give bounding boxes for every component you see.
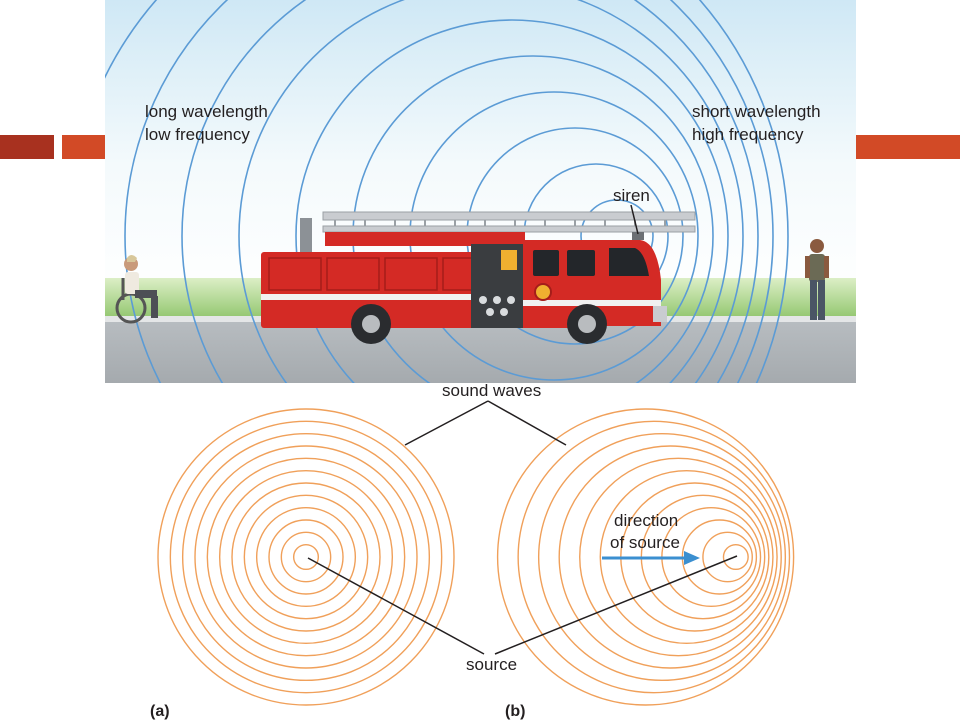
sound-waves-pointer-b [487, 400, 567, 446]
wave-ring-b-12 [496, 408, 795, 706]
scene-wave-9 [124, 0, 774, 383]
standing-person [805, 239, 829, 320]
scene-sound-waves [105, 0, 789, 383]
scene-wave-6 [295, 19, 729, 383]
wave-ring-a-11 [169, 420, 443, 694]
wave-ring-b-10 [537, 432, 787, 682]
fire-truck [261, 211, 696, 344]
source-label: source [466, 655, 518, 674]
scene-wave-10 [105, 0, 789, 383]
panel-label-a: (a) [150, 703, 170, 720]
stationary-source-waves [157, 408, 455, 706]
wave-ring-a-12 [157, 408, 455, 706]
siren-pointer [630, 204, 639, 235]
wave-ring-a-2 [280, 531, 332, 583]
wave-ring-a-6 [231, 482, 381, 632]
high-frequency-label: high frequency [692, 125, 804, 144]
source-pointer-b [494, 555, 738, 655]
siren-unit [632, 232, 644, 240]
short-wavelength-label: short wavelength [692, 102, 821, 121]
accent-bar-right [856, 135, 960, 159]
wave-ring-a-7 [218, 469, 394, 645]
of-source-label: of source [610, 533, 680, 552]
scene-wave-7 [238, 0, 744, 383]
wave-ring-b-8 [579, 457, 778, 657]
siren-label: siren [613, 186, 650, 205]
wave-ring-a-3 [268, 519, 344, 595]
wave-ring-a-5 [243, 494, 369, 620]
wave-ring-a-4 [255, 506, 357, 608]
wave-ring-a-10 [181, 432, 431, 682]
person-in-wheelchair [115, 255, 158, 324]
wave-ring-a-9 [194, 445, 418, 669]
wave-ring-b-7 [599, 469, 774, 645]
wave-ring-a-1 [292, 543, 320, 571]
road [105, 322, 856, 383]
low-frequency-label: low frequency [145, 125, 250, 144]
illustration-canvas [105, 0, 856, 383]
wave-ring-a-8 [206, 457, 406, 657]
long-wavelength-label: long wavelength [145, 102, 268, 121]
wave-ring-b-9 [558, 445, 782, 669]
accent-bar-left-dark [0, 135, 54, 159]
direction-arrow [602, 551, 700, 565]
accent-bar-left [62, 135, 106, 159]
wave-ring-b-2 [702, 531, 753, 583]
fire-truck-illustration: long wavelength low frequency short wave… [105, 0, 856, 383]
sound-waves-pointer-a [404, 400, 489, 446]
sound-waves-label: sound waves [442, 381, 542, 400]
direction-label: direction [614, 511, 679, 530]
source-pointer-a [307, 557, 485, 655]
wave-ring-b-1 [722, 543, 749, 571]
wave-ring-b-11 [517, 420, 791, 694]
panel-label-b: (b) [505, 703, 526, 720]
scene-wave-8 [181, 0, 759, 383]
